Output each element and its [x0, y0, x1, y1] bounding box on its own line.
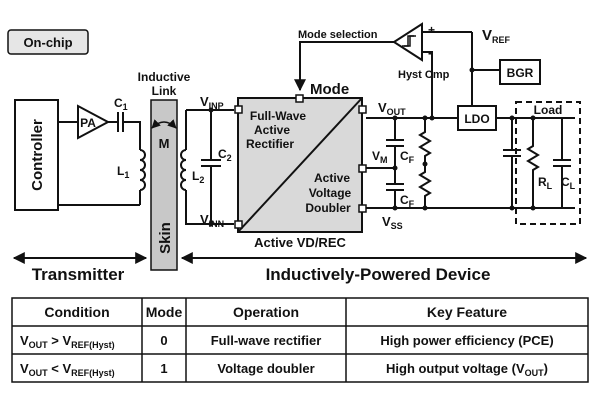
- pa-amplifier: [77, 104, 111, 140]
- c1-label: C1: [114, 96, 128, 112]
- cf1-label: CF: [400, 149, 415, 165]
- controller-label: Controller: [29, 119, 46, 191]
- table-header-mode: Mode: [146, 304, 183, 320]
- vinp-label: VINP: [200, 94, 224, 111]
- vout-label: VOUT: [378, 100, 406, 117]
- bgr-label: BGR: [507, 66, 534, 80]
- table-row-1-feature: High output voltage (VOUT): [386, 361, 548, 378]
- c2-label: C2: [218, 147, 232, 163]
- table-row-1-mode: 1: [160, 361, 167, 376]
- rl-label: RL: [538, 175, 553, 191]
- vref-label: VREF: [482, 27, 511, 45]
- doubler-label-3: Doubler: [305, 201, 351, 215]
- active-vd-rec-label: Active VD/REC: [254, 235, 346, 250]
- rectifier-label-2: Active: [254, 123, 290, 137]
- table-row-1-condition: VOUT < VREF(Hyst): [20, 361, 115, 378]
- vss-label: VSS: [382, 214, 403, 231]
- table-row-0-feature: High power efficiency (PCE): [380, 333, 553, 348]
- cl-label: CL: [561, 175, 576, 191]
- l2-coil: [180, 149, 187, 191]
- inductive-link-label-2: Link: [152, 84, 177, 98]
- ldo-label: LDO: [464, 112, 489, 126]
- table-header-operation: Operation: [233, 304, 299, 320]
- table-header-feature: Key Feature: [427, 304, 507, 320]
- transmitter-label: Transmitter: [32, 265, 125, 284]
- hyst-cmp-label: Hyst Cmp: [398, 69, 450, 81]
- mode-label: Mode: [310, 81, 349, 98]
- pa-label: PA: [80, 116, 96, 130]
- table-header-condition: Condition: [44, 304, 109, 320]
- load-label: Load: [534, 103, 563, 117]
- on-chip-badge: [7, 29, 89, 55]
- m-label: M: [159, 136, 170, 151]
- inductive-link-label-1: Inductive: [138, 70, 191, 84]
- controller-block: [14, 99, 59, 211]
- cf2-label: CF: [400, 193, 415, 209]
- load-box: [515, 101, 581, 225]
- on-chip-label: On-chip: [23, 35, 72, 50]
- table-row-0-condition: VOUT > VREF(Hyst): [20, 333, 115, 350]
- l2-label: L2: [192, 169, 204, 185]
- doubler-label-2: Voltage: [309, 186, 352, 200]
- doubler-label-1: Active: [314, 171, 350, 185]
- l1-label: L1: [117, 164, 129, 180]
- hyst-plus: +: [428, 23, 435, 37]
- mode-selection-label: Mode selection: [298, 29, 378, 41]
- table-row-1-operation: Voltage doubler: [217, 361, 314, 376]
- table-row-0-operation: Full-wave rectifier: [211, 333, 322, 348]
- rectifier-label-3: Rectifier: [246, 137, 294, 151]
- ipd-label: Inductively-Powered Device: [266, 265, 491, 284]
- vm-label: VM: [372, 149, 388, 165]
- l1-coil: [139, 149, 146, 191]
- table-row-0-mode: 0: [160, 333, 167, 348]
- skin-label: Skin: [157, 222, 174, 254]
- rectifier-label-1: Full-Wave: [250, 109, 307, 123]
- mode-table: Condition Mode Operation Key Feature VOU…: [11, 297, 589, 383]
- bgr-block: [499, 59, 541, 85]
- vinn-label: VINN: [200, 212, 224, 229]
